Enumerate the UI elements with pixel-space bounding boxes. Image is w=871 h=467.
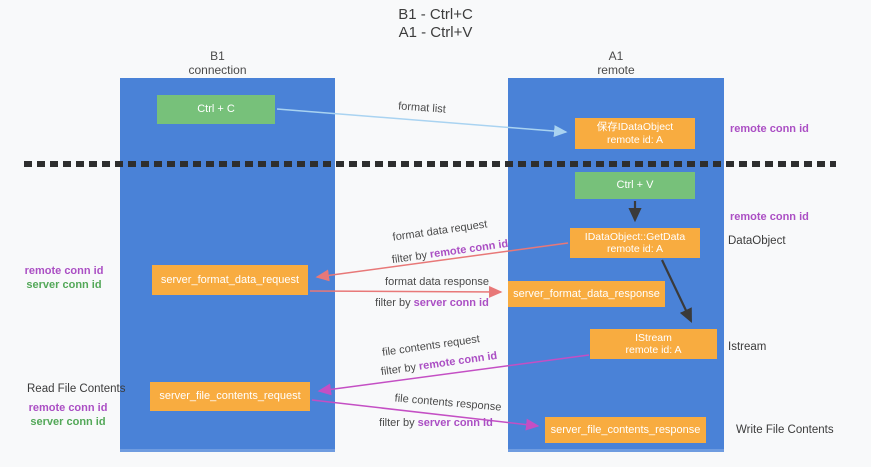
label-filter-remote-conn-id-1: filter byremote conn id: [391, 237, 509, 267]
label-remote-conn-id-right-1: remote conn id: [730, 123, 809, 135]
lane-a1-name: A1: [608, 49, 624, 63]
label-istream: Istream: [728, 341, 767, 353]
node-save-dataobject: 保存IDataObject remote id: A: [575, 118, 695, 149]
label-conn-ids-left-2: remote conn id server conn id: [28, 402, 108, 428]
node-istream: IStream remote id: A: [590, 329, 717, 359]
label-conn-ids-left-1: remote conn id server conn id: [24, 265, 104, 291]
lane-header-a1: A1 remote: [508, 49, 724, 77]
node-ctrl-c: Ctrl + C: [157, 95, 275, 124]
node-server-file-contents-request: server_file_contents_request: [150, 382, 310, 411]
node-idataobject-getdata: IDataObject::GetData remote id: A: [570, 228, 700, 258]
lane-b1-role: connection: [188, 63, 247, 77]
dashed-divider: [24, 161, 836, 167]
arrow-format-data-response: [309, 285, 503, 298]
node-server-format-data-response: server_format_data_response: [508, 281, 665, 307]
label-dataobject: DataObject: [728, 235, 786, 247]
label-format-list: format list: [397, 100, 447, 116]
title-line-1: B1 - Ctrl+C: [398, 6, 473, 23]
label-read-file-contents: Read File Contents: [27, 383, 126, 395]
node-ctrl-v: Ctrl + V: [575, 172, 695, 199]
label-write-file-contents: Write File Contents: [736, 424, 834, 436]
node-server-file-contents-response: server_file_contents_response: [545, 417, 706, 443]
lane-a1-role: remote: [597, 63, 635, 77]
label-format-data-request: format data request: [391, 218, 489, 244]
lane-header-b1: B1 connection: [110, 49, 325, 77]
label-format-data-response: format data response: [385, 276, 489, 288]
lane-b1-name: B1: [210, 49, 225, 63]
node-server-format-data-request: server_format_data_request: [152, 265, 308, 295]
label-file-contents-response: file contents response: [394, 392, 502, 414]
title-line-2: A1 - Ctrl+V: [398, 24, 473, 41]
diagram-title: B1 - Ctrl+C A1 - Ctrl+V: [0, 6, 871, 42]
label-remote-conn-id-right-2: remote conn id: [730, 211, 809, 223]
